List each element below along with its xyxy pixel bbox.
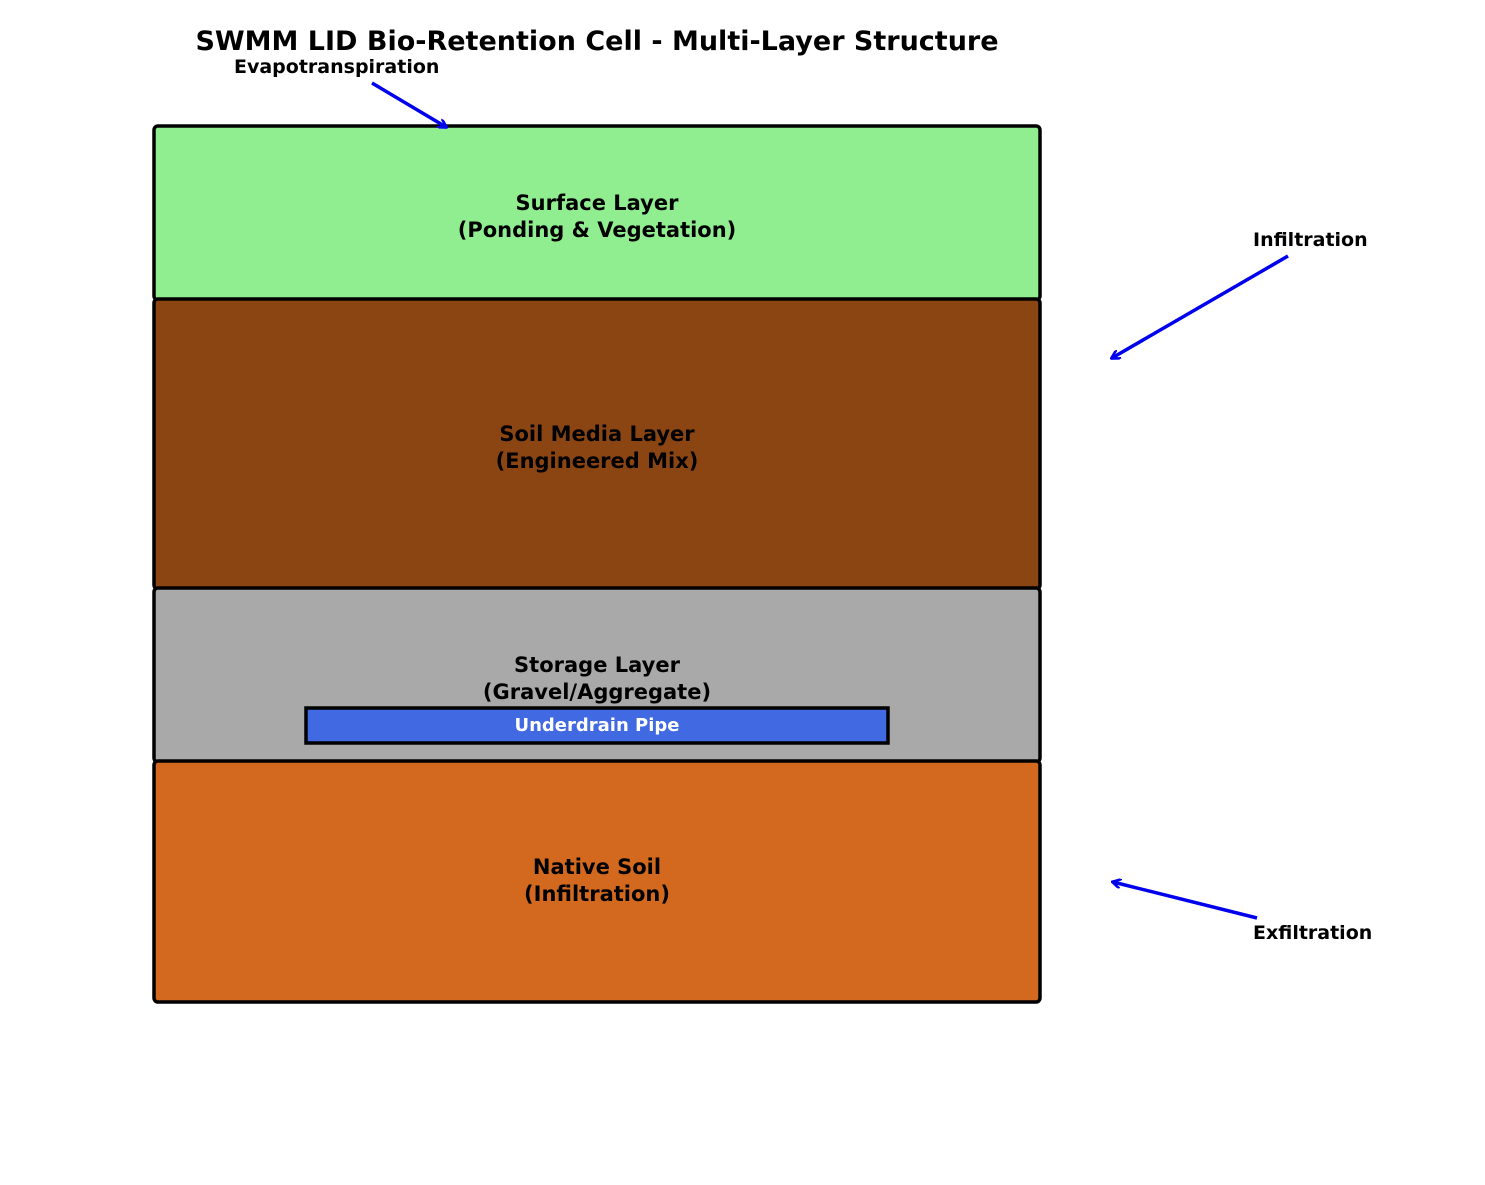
exfiltration-arrow xyxy=(1113,882,1258,920)
underdrain-pipe: Underdrain Pipe xyxy=(304,706,890,745)
exfiltration-label: Exfiltration xyxy=(1253,922,1372,944)
soil-media-layer: Soil Media Layer (Engineered Mix) xyxy=(152,297,1042,591)
storage-layer-label: Storage Layer xyxy=(514,653,681,677)
soil-media-layer-label: Soil Media Layer xyxy=(499,422,695,446)
surface-layer: Surface Layer (Ponding & Vegetation) xyxy=(152,124,1042,302)
surface-layer-label: Surface Layer xyxy=(516,191,680,215)
evapotranspiration-arrow xyxy=(371,81,446,127)
evapotranspiration-annotation: Evapotranspiration xyxy=(234,56,446,127)
underdrain-pipe-box xyxy=(304,706,890,745)
diagram-title: SWMM LID Bio-Retention Cell - Multi-Laye… xyxy=(195,26,998,57)
infiltration-annotation: Infiltration xyxy=(1112,229,1368,358)
underdrain-pipe-label: Underdrain Pipe xyxy=(514,715,679,736)
surface-layer-sublabel: (Ponding & Vegetation) xyxy=(458,218,737,242)
soil-media-layer-sublabel: (Engineered Mix) xyxy=(496,449,699,473)
native-soil-layer-sublabel: (Infiltration) xyxy=(524,882,670,906)
storage-layer-sublabel: (Gravel/Aggregate) xyxy=(483,680,711,704)
infiltration-label: Infiltration xyxy=(1253,229,1368,251)
evapotranspiration-label: Evapotranspiration xyxy=(234,56,439,78)
exfiltration-annotation: Exfiltration xyxy=(1113,882,1372,944)
native-soil-layer-label: Native Soil xyxy=(533,855,661,879)
native-soil-layer-box xyxy=(152,759,1042,1004)
infiltration-arrow xyxy=(1112,254,1289,358)
native-soil-layer: Native Soil (Infiltration) xyxy=(152,759,1042,1004)
